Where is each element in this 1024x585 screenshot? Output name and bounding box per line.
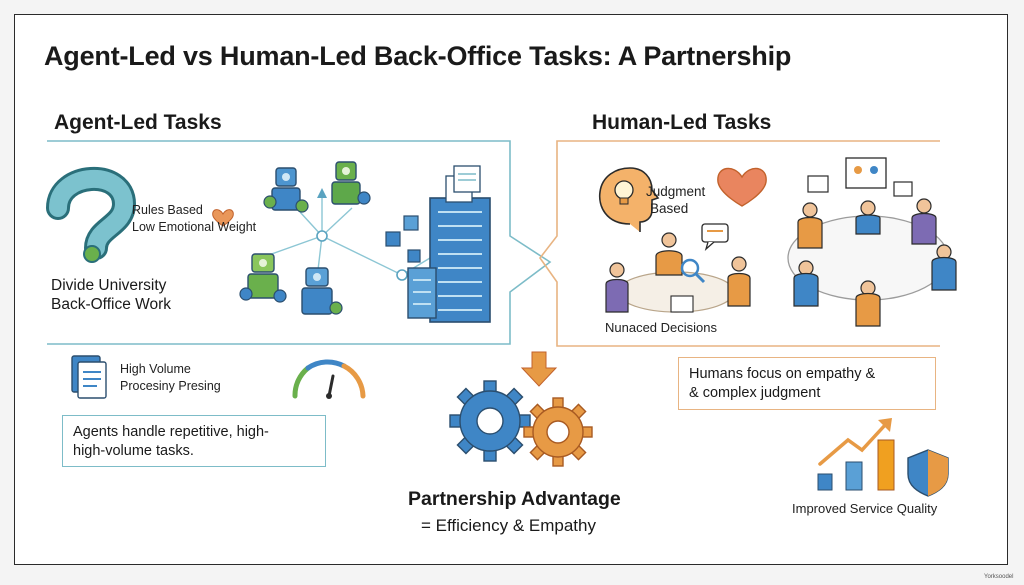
robot-icon	[263, 167, 309, 213]
server-rack-icon	[407, 267, 437, 319]
chat-bubble-icon	[701, 223, 729, 251]
heart-icon	[212, 209, 234, 227]
human-summary-line-1: Humans focus on empathy &	[689, 366, 876, 382]
team-meeting-icon	[605, 232, 751, 313]
data-cube-icon	[407, 249, 421, 263]
judgment-line-2: Based	[650, 201, 689, 216]
gear-icon	[523, 397, 593, 467]
question-mark-icon	[46, 167, 137, 263]
high-volume-label: High Volume Procesiny Presing	[120, 361, 221, 395]
trait-rules-based: Rules Based	[132, 203, 203, 217]
watermark: Yorksoodel	[984, 574, 1014, 580]
human-led-heading: Human-Led Tasks	[592, 111, 772, 134]
agent-summary-line-1: Agents handle repetitive, high-	[73, 424, 269, 440]
agent-section-outline	[47, 140, 552, 345]
robot-icon	[331, 161, 371, 205]
robot-icon	[301, 267, 343, 315]
judgment-based-label: Judgment Based	[646, 183, 705, 217]
trait-low-emotional-weight: Low Emotional Weight	[132, 220, 257, 234]
server-rack-icon	[429, 197, 491, 323]
volume-line-1: High Volume	[120, 362, 191, 376]
judgment-line-1: Judgment	[646, 184, 706, 199]
human-section-outline	[539, 140, 940, 347]
network-node	[396, 269, 408, 281]
page-title: Agent-Led vs Human-Led Back-Office Tasks…	[44, 41, 792, 71]
heart-icon	[717, 167, 767, 207]
agent-summary-box: Agents handle repetitive, high- high-vol…	[62, 415, 326, 467]
gear-icon	[449, 380, 531, 462]
agent-traits-label: Rules Based Low Emotional Weight	[132, 202, 256, 236]
partnership-title: Partnership Advantage	[408, 488, 621, 510]
lightbulb-head-icon	[598, 167, 660, 232]
robot-icon	[239, 253, 287, 303]
data-cube-icon	[385, 231, 401, 247]
improved-service-label: Improved Service Quality	[792, 501, 938, 516]
divide-work-label: Divide University Back-Office Work	[51, 276, 171, 314]
data-cube-icon	[403, 215, 419, 231]
divide-line-2: Back-Office Work	[51, 296, 172, 313]
document-icon	[71, 355, 107, 399]
bar-chart-icon	[817, 418, 895, 491]
human-summary-line-2: & complex judgment	[689, 385, 821, 401]
agent-summary-line-2: high-volume tasks.	[73, 443, 194, 459]
gauge-icon	[292, 359, 366, 399]
volume-line-2: Procesiny Presing	[120, 379, 221, 393]
document-stack-icon	[445, 165, 481, 203]
network-node	[316, 230, 328, 242]
partnership-equation: = Efficiency & Empathy	[421, 516, 596, 535]
human-summary-box: Humans focus on empathy & & complex judg…	[678, 357, 936, 410]
divide-line-1: Divide University	[51, 277, 167, 294]
team-meeting-icon	[787, 157, 957, 327]
arrow-up-icon	[317, 188, 327, 198]
agent-led-heading: Agent-Led Tasks	[54, 111, 222, 134]
nuanced-decisions-label: Nunaced Decisions	[605, 320, 718, 335]
arrow-down-icon	[520, 351, 558, 387]
